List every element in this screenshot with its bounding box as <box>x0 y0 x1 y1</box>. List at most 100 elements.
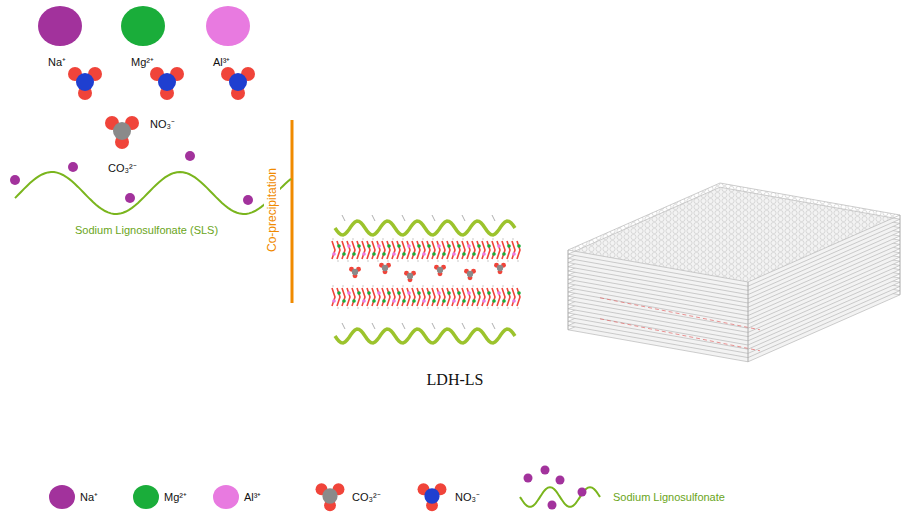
hydrogen-atom <box>467 307 469 309</box>
metal-atom <box>397 244 401 248</box>
metal-atom <box>337 244 341 248</box>
metal-atom <box>357 291 361 295</box>
hydrogen-atom <box>382 238 384 240</box>
hydroxide-layer <box>507 241 510 259</box>
metal-atom <box>507 244 511 248</box>
hydroxide-layer <box>497 241 500 259</box>
hydrogen-atom <box>392 238 394 240</box>
metal-atom <box>502 252 506 256</box>
hydroxide-layer <box>337 241 340 259</box>
lignosulfonate-helix <box>335 221 515 235</box>
hydrogen-atom <box>437 307 439 309</box>
metal-atom <box>482 299 486 303</box>
ion-label: Al³⁺ <box>213 55 230 69</box>
side-chain <box>432 323 435 329</box>
hydroxide-layer <box>427 241 430 259</box>
sodium-dot <box>68 162 78 172</box>
metal-atom <box>367 244 371 248</box>
hydrogen-atom <box>372 238 374 240</box>
side-chain <box>402 215 405 221</box>
metal-atom <box>422 252 426 256</box>
hydrogen-atom <box>357 307 359 309</box>
hydrogen-atom <box>457 307 459 309</box>
hydrogen-atom <box>337 307 339 309</box>
molecule-icon <box>434 265 446 277</box>
molecule-icon <box>221 67 255 100</box>
metal-atom <box>507 291 511 295</box>
hydroxide-layer <box>482 288 485 306</box>
metal-atom <box>497 291 501 295</box>
metal-atom <box>452 299 456 303</box>
hydroxide-layer <box>422 288 425 306</box>
metal-atom <box>407 244 411 248</box>
metal-atom <box>452 252 456 256</box>
metal-atom <box>427 291 431 295</box>
metal-atom <box>352 299 356 303</box>
metal-atom <box>432 252 436 256</box>
side-chain <box>372 323 375 329</box>
metal-atom <box>432 299 436 303</box>
hydroxide-layer <box>472 288 475 306</box>
hydroxide-layer <box>342 241 345 259</box>
metal-atom <box>417 291 421 295</box>
hydrogen-atom <box>502 285 504 287</box>
sodium-dot <box>541 466 550 475</box>
metal-atom <box>332 252 336 256</box>
hydroxide-layer <box>377 241 380 259</box>
hydroxide-layer <box>517 288 520 306</box>
hydrogen-atom <box>487 307 489 309</box>
hydroxide-layer <box>412 241 415 259</box>
hydroxide-layer <box>392 288 395 306</box>
hydrogen-atom <box>402 285 404 287</box>
hydroxide-layer <box>497 288 500 306</box>
metal-atom <box>402 299 406 303</box>
center-atom <box>382 265 388 271</box>
metal-atom <box>337 291 341 295</box>
hydroxide-layer <box>382 241 385 259</box>
hydroxide-layer <box>477 288 480 306</box>
hydroxide-layer <box>502 288 505 306</box>
hydrogen-atom <box>507 307 509 309</box>
metal-atom <box>467 291 471 295</box>
metal-atom <box>477 244 481 248</box>
hydroxide-layer <box>377 288 380 306</box>
metal-atom <box>387 244 391 248</box>
aluminium-ion <box>206 6 250 46</box>
hydrogen-atom <box>417 307 419 309</box>
hydroxide-layer <box>457 241 460 259</box>
center-atom <box>229 73 247 91</box>
hydroxide-layer <box>387 241 390 259</box>
sodium-dot <box>10 175 20 185</box>
legend-label: Na⁺ <box>80 490 98 504</box>
metal-atom <box>412 252 416 256</box>
stack-edge <box>568 250 569 330</box>
hydrogen-atom <box>482 238 484 240</box>
hydrogen-atom <box>342 285 344 287</box>
metal-atom <box>387 291 391 295</box>
metal-atom <box>487 291 491 295</box>
molecule-icon <box>105 116 139 149</box>
hydroxide-layer <box>462 288 465 306</box>
hydrogen-atom <box>472 285 474 287</box>
hydrogen-atom <box>497 307 499 309</box>
hydroxide-layer <box>432 288 435 306</box>
metal-atom <box>497 244 501 248</box>
hydrogen-atom <box>432 238 434 240</box>
hydroxide-layer <box>372 241 375 259</box>
metal-atom <box>492 252 496 256</box>
magnesium-ion <box>121 6 165 46</box>
hydrogen-atom <box>467 260 469 262</box>
metal-atom <box>362 299 366 303</box>
hydroxide-layer <box>417 288 420 306</box>
hydroxide-layer <box>462 241 465 259</box>
metal-atom <box>517 244 521 248</box>
hydroxide-layer <box>407 241 410 259</box>
hydrogen-atom <box>362 238 364 240</box>
metal-atom <box>437 291 441 295</box>
hydroxide-layer <box>482 241 485 259</box>
side-chain <box>492 323 495 329</box>
process-bar <box>291 120 294 303</box>
hydroxide-layer <box>407 288 410 306</box>
metal-atom <box>422 299 426 303</box>
center-atom <box>352 269 358 275</box>
